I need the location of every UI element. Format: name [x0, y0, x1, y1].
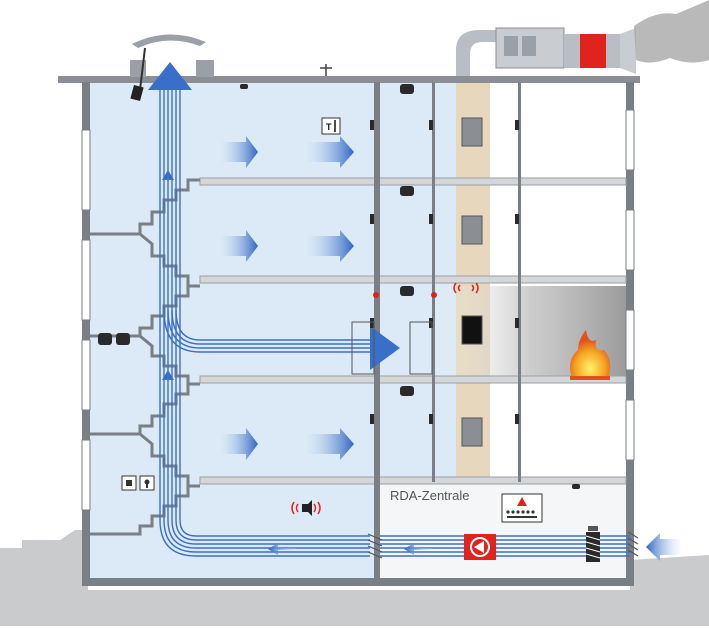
- vertical-air-duct: [159, 90, 370, 557]
- door-hinges: [370, 120, 519, 424]
- shaft-access-panels: [461, 117, 483, 447]
- pressurized-zone-corridor-lower: [380, 382, 456, 482]
- floor-slabs: [199, 177, 627, 485]
- thermometer-sensor-icon: T: [321, 117, 341, 135]
- supply-fan-icon: [464, 534, 496, 560]
- speaker-icon: [302, 500, 312, 516]
- outer-wall-left: [82, 82, 90, 584]
- svg-text:T: T: [326, 122, 332, 132]
- fire-floor-air-duct: [163, 309, 372, 353]
- pressure-relief-damper: [367, 533, 383, 559]
- air-intake-grille-icon: [585, 526, 639, 562]
- airflow-arrow-icon: [148, 62, 192, 380]
- pressurized-zone-left: [88, 82, 376, 580]
- windows-left: [81, 129, 91, 511]
- base-slab: [82, 578, 634, 586]
- airflow-arrows: [220, 136, 680, 561]
- rooftop-exhaust-fan-icon: [456, 0, 709, 76]
- fire-floor-airflow-arrow-icon: [370, 326, 400, 370]
- rda-central-label: RDA-Zentrale: [390, 488, 469, 503]
- ground: [0, 530, 709, 626]
- windows-right: [625, 109, 635, 461]
- key-switch-icon: [121, 475, 155, 491]
- roof-slab: [58, 76, 640, 83]
- partition-walls: [374, 82, 521, 580]
- fire-icon: [570, 330, 611, 380]
- alarm-sounder-icon: [291, 282, 479, 515]
- roof-smoke-vent-icon: [130, 34, 214, 102]
- pressure-indicators: [373, 292, 437, 298]
- door-icon: [351, 321, 433, 375]
- control-panel-icon: [501, 493, 543, 523]
- smoke-detector-icon: [98, 84, 580, 489]
- roof-sensor-icon: [320, 64, 332, 76]
